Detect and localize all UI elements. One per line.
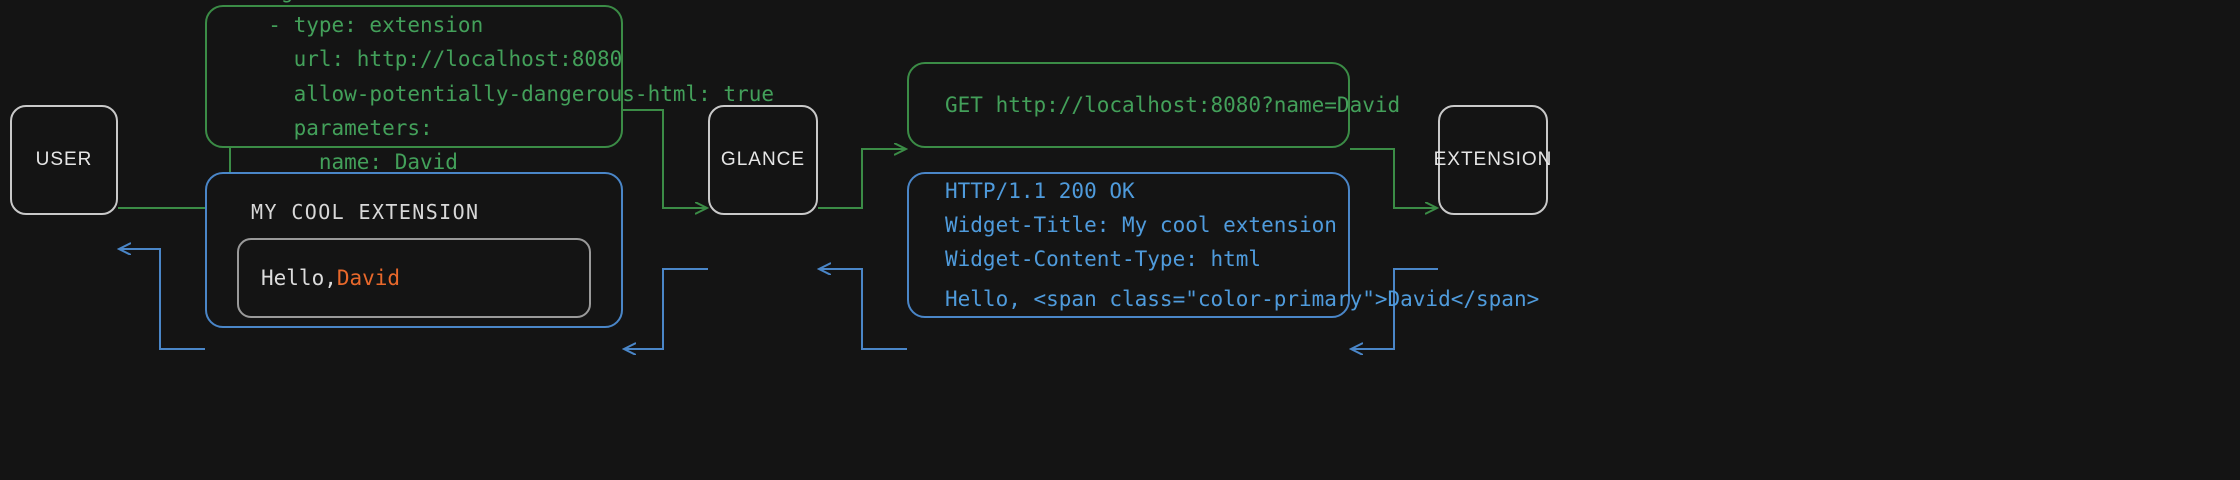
config-line: allow-potentially-dangerous-html: true [243, 81, 775, 106]
config-yaml-box: widgets: - type: extension url: http://l… [205, 0, 775, 174]
wire-request-to-extension [1350, 148, 1436, 208]
wire-response-to-glance [820, 269, 907, 350]
wire-config-to-glance [623, 109, 706, 208]
widget-preview-title: MY COOL EXTENSION [251, 200, 480, 224]
response-line: Widget-Content-Type: html [945, 247, 1262, 272]
config-line: parameters: [243, 115, 433, 140]
response-line: Widget-Title: My cool extension [945, 213, 1337, 238]
config-line: widgets: [243, 0, 585, 8]
wire-widget-to-user [120, 249, 205, 350]
node-glance-label: GLANCE [720, 149, 806, 170]
response-line: Hello, <span class="color-primary">David… [945, 286, 1540, 311]
http-request-box: GET http://localhost:8080?name=David [907, 62, 1401, 148]
wire-glance-to-request [818, 149, 905, 209]
node-user[interactable]: USER [10, 105, 118, 215]
widget-preview-box: MY COOL EXTENSION Hello, David [205, 172, 623, 328]
widget-preview-card: Hello, David [237, 238, 591, 318]
node-extension-label: EXTENSION [1433, 149, 1553, 170]
node-extension[interactable]: EXTENSION [1434, 105, 1551, 215]
request-line: GET http://localhost:8080?name=David [945, 92, 1401, 117]
http-response-box: HTTP/1.1 200 OK Widget-Title: My cool ex… [907, 172, 1540, 318]
wire-glance-to-widget [625, 268, 708, 349]
node-glance[interactable]: GLANCE [708, 105, 818, 215]
config-line: url: http://localhost:8080 [243, 47, 623, 72]
node-user-label: USER [35, 149, 93, 170]
widget-name-text: David [336, 266, 401, 290]
config-line: - type: extension [243, 13, 484, 38]
config-line: name: David [243, 149, 458, 174]
widget-greeting-text: Hello, [261, 266, 337, 290]
response-line: HTTP/1.1 200 OK [945, 179, 1135, 203]
